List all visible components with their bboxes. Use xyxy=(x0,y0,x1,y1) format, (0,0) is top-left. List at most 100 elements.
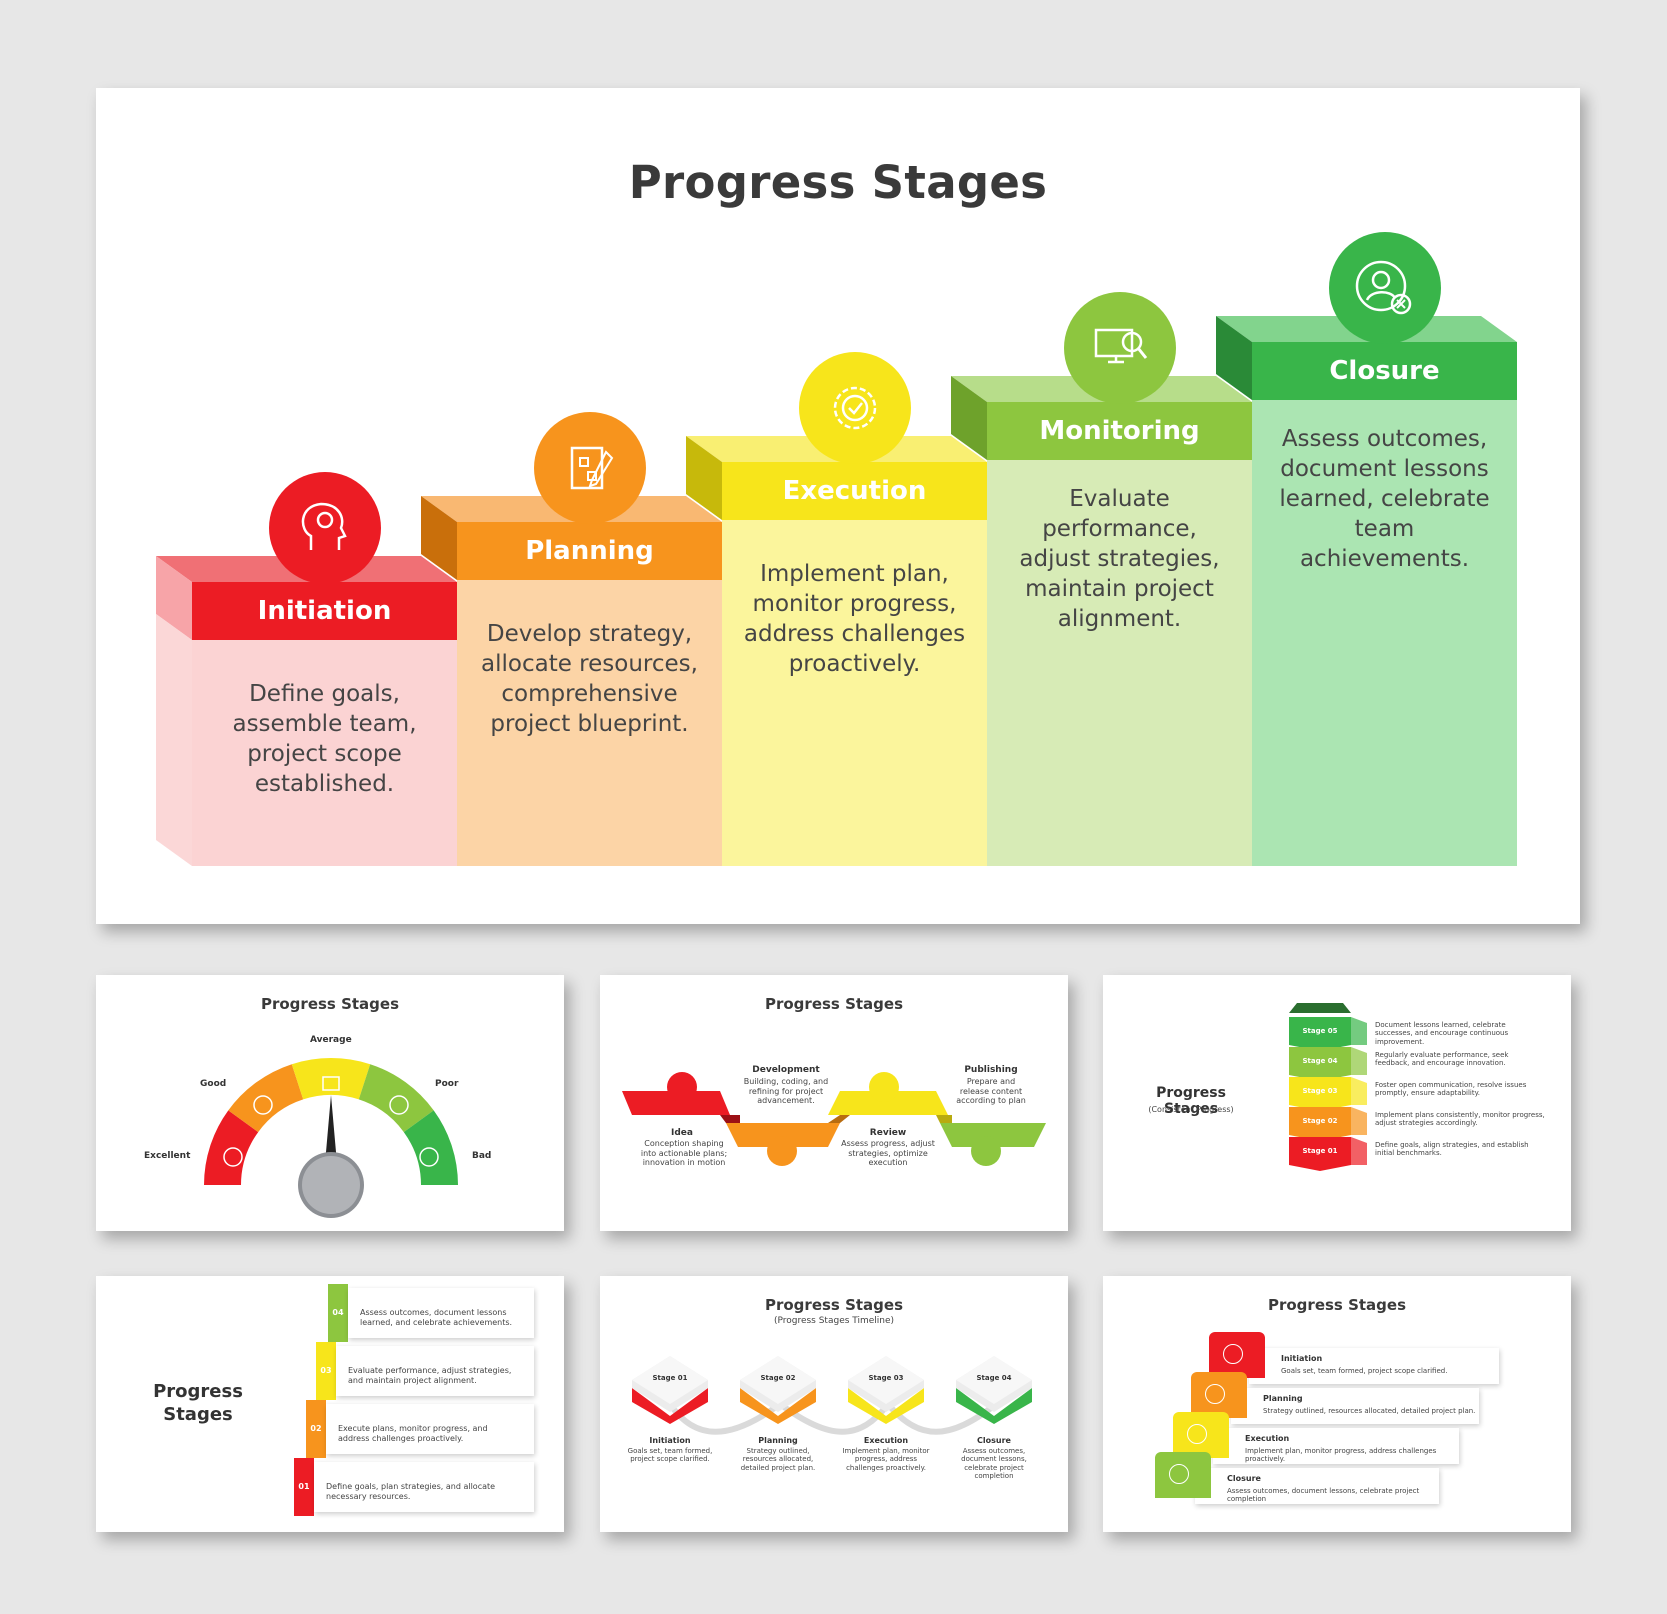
step-icon xyxy=(1187,1424,1207,1444)
stage-description: Evaluate performance, adjust strategies,… xyxy=(1019,486,1220,632)
ribbon-card xyxy=(348,1288,534,1338)
timeline-hexagon xyxy=(848,1356,924,1424)
ribbon-card xyxy=(326,1404,534,1454)
thumb-wave-slide[interactable]: Progress Stages Idea Conception shaping … xyxy=(600,975,1068,1231)
stage-label: Initiation xyxy=(257,596,392,626)
ribbon-card xyxy=(336,1346,534,1396)
head-lightbulb-icon xyxy=(268,472,381,584)
gear-check-icon xyxy=(798,352,911,464)
stage-description: Assess outcomes, document lessons learne… xyxy=(1279,426,1490,572)
thumb-subtitle: (Progress Stages Timeline) xyxy=(773,1316,895,1326)
timeline-hexagon xyxy=(956,1356,1032,1424)
timeline-text: Implement plan, monitor progress, addres… xyxy=(842,1447,930,1472)
step-card xyxy=(1249,1348,1499,1384)
timeline-hexagon xyxy=(632,1356,708,1424)
thumb-gauge-slide[interactable]: Progress Stages Excellent Good Average P… xyxy=(96,975,564,1231)
ribbon-number: 04 xyxy=(332,1308,344,1317)
stack-stage-label: Stage 05 xyxy=(1302,1027,1338,1035)
wave-text-publishing: Prepare and release content according to… xyxy=(956,1077,1026,1106)
stage-label: Monitoring xyxy=(1039,416,1200,446)
ribbon-card xyxy=(314,1462,534,1512)
ribbon-number: 03 xyxy=(320,1366,332,1375)
timeline-label: Planning xyxy=(758,1436,798,1445)
step-card xyxy=(1231,1388,1479,1424)
step-card xyxy=(1195,1468,1439,1504)
ribbon-tab xyxy=(328,1284,348,1342)
stage-block xyxy=(156,556,457,866)
stack-stage-text: Foster open communication, resolve issue… xyxy=(1375,1081,1527,1098)
stage-block xyxy=(421,496,722,866)
wave-label-review: Review xyxy=(869,1128,907,1138)
gauge-label-good: Good xyxy=(200,1079,227,1089)
slide-title: Progress Stages xyxy=(628,156,1048,209)
stage-block xyxy=(951,376,1252,866)
ribbon-tab xyxy=(306,1400,326,1458)
plan-clipboard-icon xyxy=(533,412,646,524)
user-close-icon xyxy=(1328,232,1441,344)
step-label: Initiation xyxy=(1281,1354,1323,1363)
step-text: Goals set, team formed, project scope cl… xyxy=(1281,1367,1448,1375)
wave-diagram xyxy=(622,1072,1046,1166)
step-label: Planning xyxy=(1263,1394,1303,1403)
timeline-text: Assess outcomes, document lessons, celeb… xyxy=(961,1447,1027,1481)
wave-label-idea: Idea xyxy=(671,1128,693,1138)
timeline-hexagon xyxy=(740,1356,816,1424)
stack-stage-text: Regularly evaluate performance, seek fee… xyxy=(1375,1051,1509,1068)
timeline-stage: Stage 03 xyxy=(868,1374,904,1382)
stack-stage-text: Document lessons learned, celebrate succ… xyxy=(1375,1021,1509,1046)
timeline-label: Execution xyxy=(863,1436,909,1445)
step-text: Implement plan, monitor progress, addres… xyxy=(1245,1447,1437,1464)
ribbon-tab xyxy=(294,1458,314,1516)
gauge-label-excellent: Excellent xyxy=(144,1151,191,1161)
stack-stage-label: Stage 03 xyxy=(1302,1087,1338,1095)
stage-label: Planning xyxy=(525,536,654,566)
thumb-stack-slide[interactable]: Progress Stages (Consistent Progress) St… xyxy=(1103,975,1571,1231)
timeline-stage: Stage 01 xyxy=(652,1374,688,1382)
ribbon-number: 01 xyxy=(298,1482,310,1491)
step-label: Closure xyxy=(1227,1474,1261,1483)
stage-description: Develop strategy, allocate resources, co… xyxy=(481,621,698,737)
ribbon-number: 02 xyxy=(310,1424,322,1433)
monitor-magnifier-icon xyxy=(1063,292,1176,404)
timeline-connector xyxy=(667,1399,998,1435)
stack-stage-text: Implement plans consistently, monitor pr… xyxy=(1375,1111,1545,1128)
stack-stage-label: Stage 02 xyxy=(1302,1117,1338,1125)
stage-block xyxy=(686,436,987,866)
ribbon-text: Define goals, plan strategies, and alloc… xyxy=(326,1482,496,1501)
gauge-label-poor: Poor xyxy=(435,1079,459,1089)
thumb-subtitle: (Consistent Progress) xyxy=(1148,1105,1234,1114)
thumb-timeline-slide[interactable]: Progress Stages (Progress Stages Timelin… xyxy=(600,1276,1068,1532)
timeline-text: Goals set, team formed, project scope cl… xyxy=(627,1447,713,1464)
thumb-title: Progress Stages xyxy=(764,1296,904,1314)
step-card xyxy=(1213,1428,1459,1464)
ribbon-text: Execute plans, monitor progress, and add… xyxy=(338,1424,488,1443)
step-label: Execution xyxy=(1245,1434,1290,1443)
step-icon xyxy=(1169,1464,1189,1484)
wave-label-publishing: Publishing xyxy=(964,1065,1018,1075)
step-text: Strategy outlined, resources allocated, … xyxy=(1263,1407,1476,1415)
stage-description: Implement plan, monitor progress, addres… xyxy=(743,561,966,677)
gauge-label-average: Average xyxy=(310,1035,352,1045)
stage-block xyxy=(1216,316,1517,866)
gauge-chart xyxy=(204,1057,458,1218)
timeline-label: Initiation xyxy=(649,1436,691,1445)
stack-stage-label: Stage 01 xyxy=(1302,1147,1338,1155)
timeline-label: Closure xyxy=(977,1436,1011,1445)
timeline-text: Strategy outlined, resources allocated, … xyxy=(740,1447,816,1472)
wave-text-idea: Conception shaping into actionable plans… xyxy=(640,1139,728,1168)
stack-stage-text: Define goals, align strategies, and esta… xyxy=(1375,1141,1529,1158)
stack-shapes xyxy=(1289,1003,1367,1171)
gauge-label-bad: Bad xyxy=(472,1151,492,1161)
thumb-title: Progress Stages xyxy=(764,995,904,1013)
wave-text-review: Assess progress, adjust strategies, opti… xyxy=(841,1139,935,1168)
ribbon-tab xyxy=(316,1342,336,1400)
thumb-title: Progress Stages xyxy=(1156,1085,1226,1117)
ribbon-text: Evaluate performance, adjust strategies,… xyxy=(348,1366,512,1385)
stage-label: Closure xyxy=(1329,356,1440,386)
